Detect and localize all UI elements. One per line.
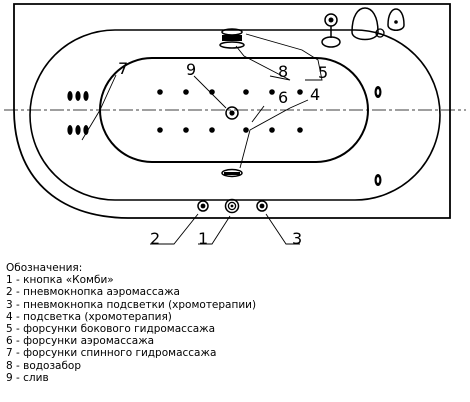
callout-number-9: 9 bbox=[186, 60, 196, 79]
faucet-icon bbox=[321, 7, 405, 48]
aeromassage-pneumo-button-icon bbox=[197, 200, 209, 212]
lighting-pneumo-button-icon bbox=[256, 200, 268, 212]
callout-number-6: 6 bbox=[278, 88, 288, 107]
back-hydromassage-jets bbox=[67, 91, 89, 135]
legend-item-6: 6 - форсунки аэромассажа bbox=[6, 335, 155, 348]
legend-item-1: 1 - кнопка «Комби» bbox=[6, 274, 114, 287]
callout-number-7: 7 bbox=[118, 59, 128, 78]
tub-outer-outline bbox=[13, 3, 451, 219]
drain-icon bbox=[225, 106, 239, 120]
legend: Обозначения: 1 - кнопка «Комби» 2 - пнев… bbox=[6, 262, 466, 384]
chromotherapy-light-icon bbox=[221, 168, 243, 178]
callout-number-3: 3 bbox=[292, 229, 302, 248]
callout-number-1: 1 bbox=[198, 229, 208, 248]
legend-title: Обозначения: bbox=[6, 262, 83, 274]
callout-number-2: 2 bbox=[150, 229, 160, 248]
legend-item-7: 7 - форсунки спинного гидромассажа bbox=[6, 347, 217, 360]
legend-item-2: 2 - пневмокнопка аэромассажа bbox=[6, 286, 180, 299]
water-intake-icon bbox=[219, 28, 245, 49]
legend-item-4: 4 - подсветка (хромотерапия) bbox=[6, 310, 172, 323]
legend-item-8: 8 - водозабор bbox=[6, 359, 82, 372]
aeromassage-jets bbox=[157, 89, 303, 133]
leader-lines bbox=[81, 33, 323, 245]
legend-item-3: 3 - пневмокнопка подсветки (хромотерапии… bbox=[6, 298, 257, 311]
callout-number-5: 5 bbox=[318, 63, 328, 82]
combi-button-icon bbox=[224, 198, 240, 214]
callout-number-8: 8 bbox=[278, 62, 288, 81]
callout-number-4: 4 bbox=[310, 85, 320, 104]
legend-item-5: 5 - форсунки бокового гидромассажа bbox=[6, 323, 216, 336]
legend-item-9: 9 - слив bbox=[6, 371, 49, 384]
side-hydromassage-jets bbox=[374, 86, 382, 186]
